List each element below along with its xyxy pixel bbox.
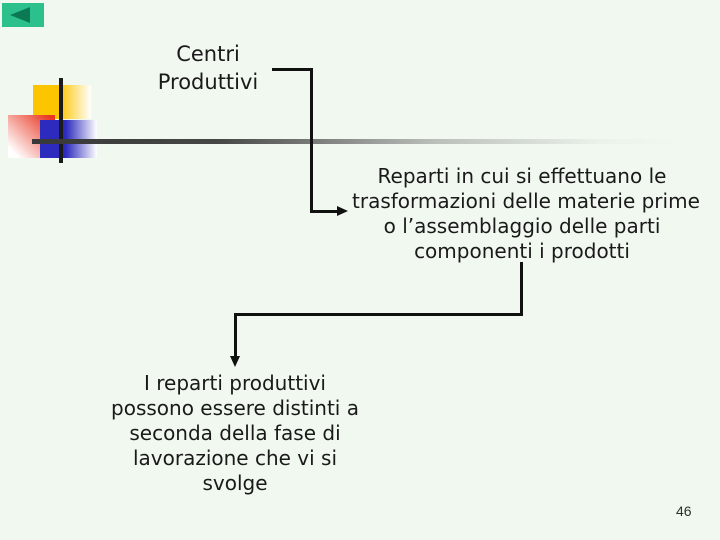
connector2-down-arrowhead-icon: [230, 356, 240, 367]
connector2-bottom-vertical-segment: [234, 313, 237, 357]
slide-title: Centri Produttivi: [157, 42, 259, 94]
page-number: 46: [676, 503, 692, 519]
divider-line: [32, 139, 700, 144]
connector1-bottom-horizontal-segment: [310, 210, 338, 213]
connector1-vertical-segment: [310, 68, 313, 213]
connector2-horizontal-segment: [234, 313, 523, 316]
connector1-right-arrowhead-icon: [337, 206, 348, 216]
back-arrow-icon: [10, 7, 30, 23]
back-button[interactable]: [2, 3, 44, 27]
connector2-top-vertical-segment: [520, 262, 523, 316]
text-box-distinzione: I reparti produttivi possono essere dist…: [111, 371, 359, 495]
decor-vertical-line: [59, 78, 63, 163]
connector1-top-horizontal-segment: [272, 68, 312, 71]
text-box-reparti: Reparti in cui si effettuano le trasform…: [352, 164, 700, 263]
